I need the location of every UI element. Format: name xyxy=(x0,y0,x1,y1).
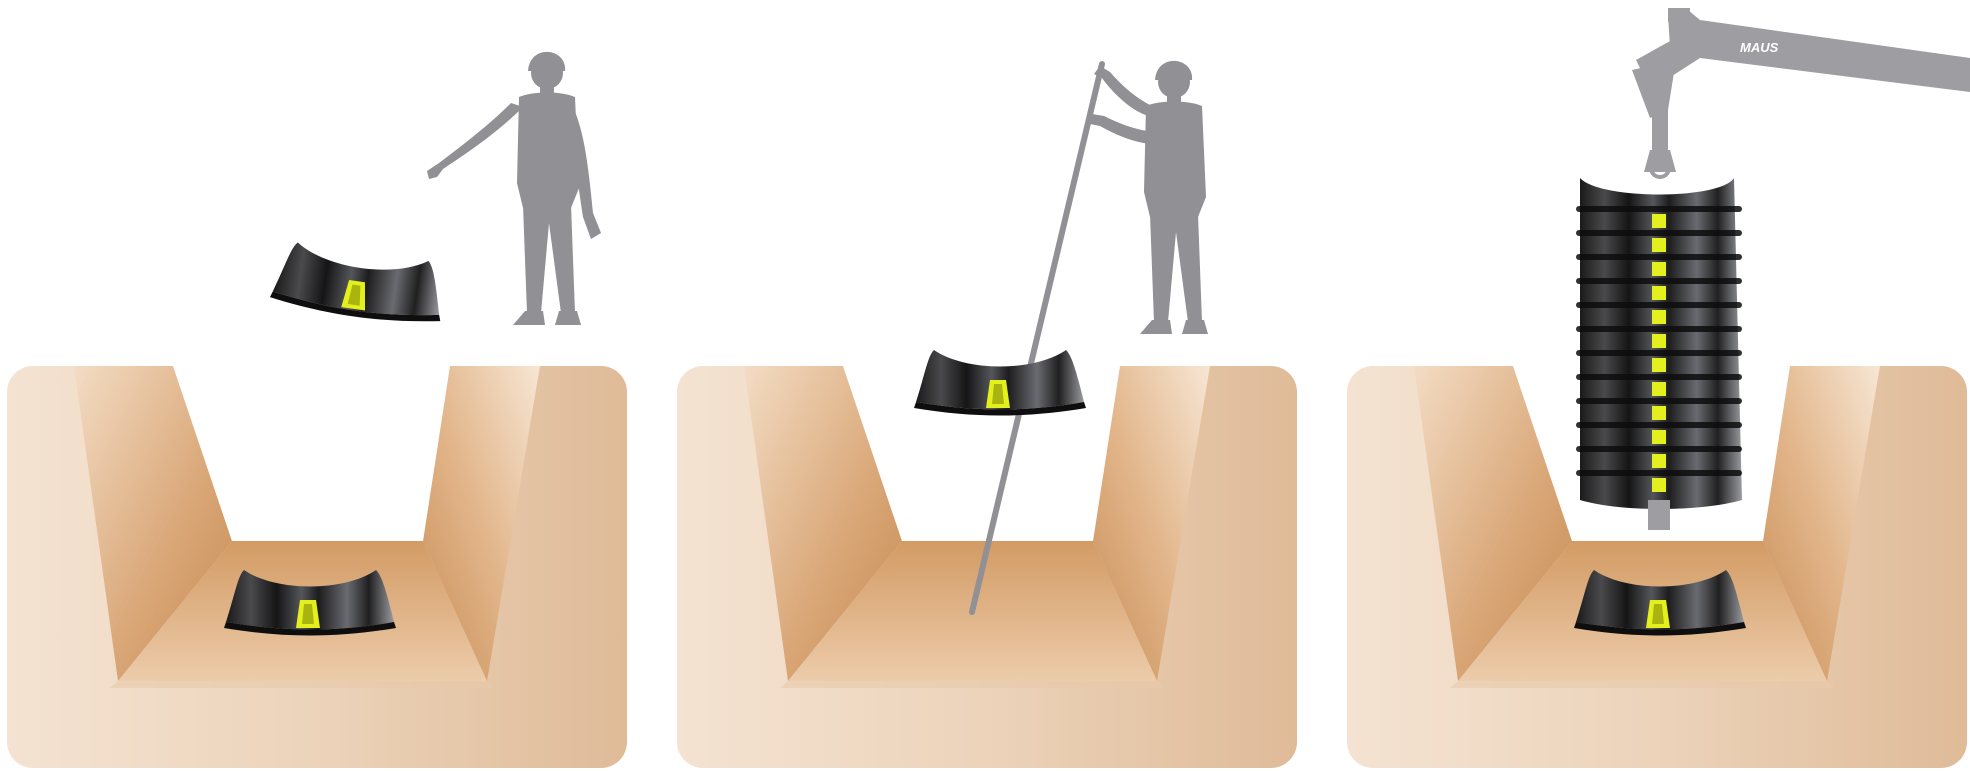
trench xyxy=(7,366,627,768)
saddle-falling xyxy=(269,240,448,329)
saddle-on-pole xyxy=(914,350,1086,416)
crane-hook xyxy=(1644,110,1676,177)
panel-step-1 xyxy=(7,52,627,768)
panel-step-2 xyxy=(677,61,1297,768)
panel-step-3: MAUS xyxy=(1347,8,1970,768)
worker-silhouette xyxy=(427,52,601,325)
crane-boom: MAUS xyxy=(1632,8,1970,118)
crane-brand-label: MAUS xyxy=(1740,40,1779,55)
saddle-stack xyxy=(1576,178,1742,530)
worker-silhouette xyxy=(1090,61,1208,334)
trench xyxy=(677,366,1297,768)
